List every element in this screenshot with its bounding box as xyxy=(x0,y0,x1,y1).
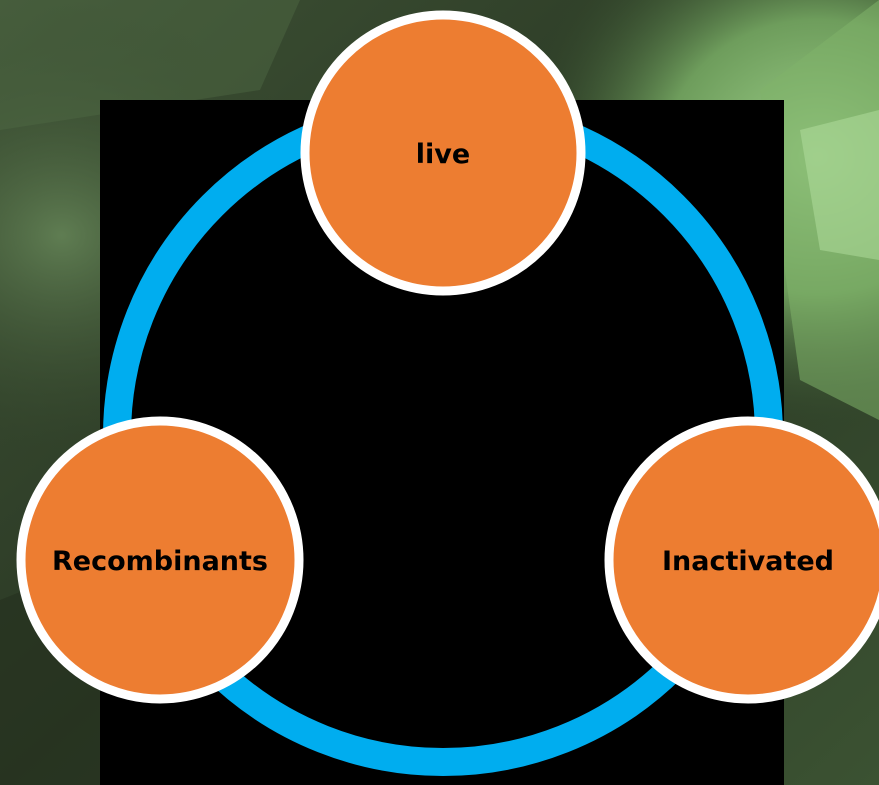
node-recombinants-label: Recombinants xyxy=(52,546,268,577)
node-live[interactable]: live xyxy=(300,10,586,296)
node-recombinants-circle xyxy=(16,416,304,704)
node-live-label: live xyxy=(416,139,470,170)
node-inactivated-circle xyxy=(604,416,879,704)
node-inactivated[interactable]: Inactivated xyxy=(604,416,879,704)
node-recombinants[interactable]: Recombinants xyxy=(16,416,304,704)
node-inactivated-label: Inactivated xyxy=(662,546,834,577)
node-live-circle xyxy=(300,10,586,296)
